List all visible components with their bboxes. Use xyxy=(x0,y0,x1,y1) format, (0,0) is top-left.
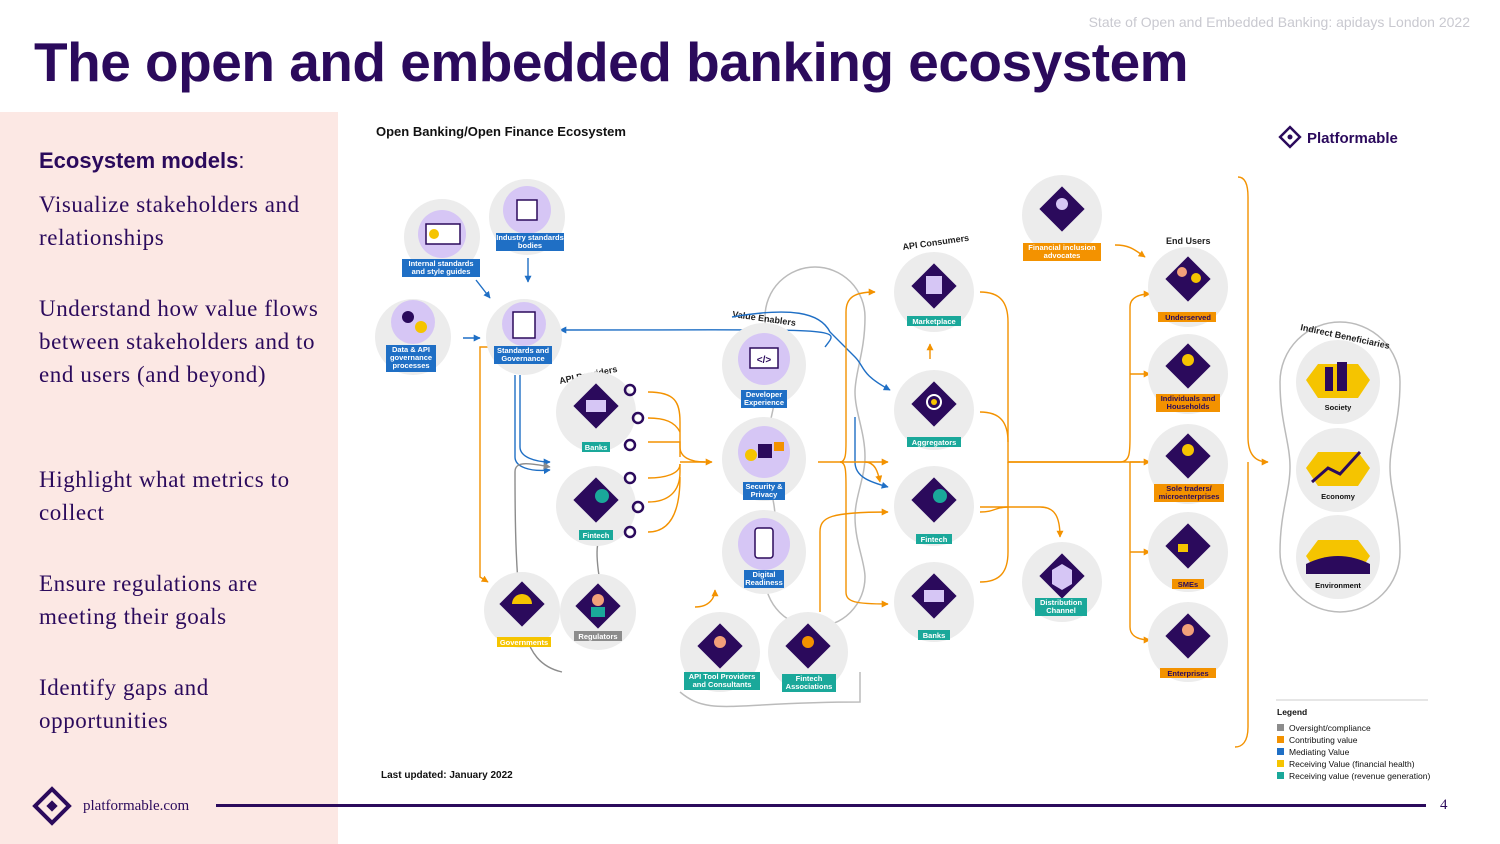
label-fintech-associations: Fintech Associations xyxy=(785,674,833,691)
legend-item-mediating: Mediating Value xyxy=(1289,747,1350,757)
deck-header-note: State of Open and Embedded Banking: apid… xyxy=(1088,14,1470,30)
footer-divider xyxy=(216,804,1426,807)
api-consumers-label: API Consumers xyxy=(902,233,970,252)
connectors xyxy=(463,176,1269,748)
gear-icons xyxy=(623,383,645,539)
label-economy: Economy xyxy=(1321,492,1356,501)
label-industry-bodies: Industry standards bodies xyxy=(496,233,564,250)
label-internal-standards: Internal standards and style guides xyxy=(408,259,474,276)
legend-item-financial-health: Receiving Value (financial health) xyxy=(1289,759,1415,769)
footer-url[interactable]: platformable.com xyxy=(83,798,190,814)
brand-name: Platformable xyxy=(1307,130,1398,147)
node-label-boxes xyxy=(386,233,1224,692)
label-smes: SMEs xyxy=(1178,580,1198,589)
label-financial-inclusion: Financial inclusion advocates xyxy=(1028,243,1096,260)
page-title: The open and embedded banking ecosystem xyxy=(34,31,1189,93)
legend-item-revenue: Receiving value (revenue generation) xyxy=(1289,771,1430,781)
economy-icon xyxy=(1306,452,1370,486)
point-regulations: Ensure regulations are meeting their goa… xyxy=(39,571,258,629)
label-underserved: Underserved xyxy=(1165,313,1211,322)
platformable-footer-logo-icon xyxy=(32,786,72,826)
last-updated: Last updated: January 2022 xyxy=(381,770,513,781)
legend: Legend Oversight/compliance Contributing… xyxy=(1276,699,1430,781)
label-sole-traders: Sole traders/ microenterprises xyxy=(1158,484,1220,501)
indirect-beneficiaries-outline xyxy=(1279,321,1401,613)
point-understand: Understand how value flows between stake… xyxy=(39,296,319,387)
label-marketplace: Marketplace xyxy=(912,317,955,326)
label-individuals: Individuals and Households xyxy=(1160,394,1216,411)
label-enterprises: Enterprises xyxy=(1167,669,1208,678)
label-regulators: Regulators xyxy=(578,632,617,641)
point-visualize: Visualize stakeholders and relationships xyxy=(39,192,300,250)
tool-providers-outline xyxy=(679,672,861,708)
label-data-api-gov: Data & API governance processes xyxy=(389,345,433,370)
point-gaps: Identify gaps and opportunities xyxy=(39,675,209,733)
point-metrics: Highlight what metrics to collect xyxy=(39,467,290,525)
label-society: Society xyxy=(1325,403,1353,412)
diagram-title: Open Banking/Open Finance Ecosystem xyxy=(376,124,626,139)
legend-title: Legend xyxy=(1277,707,1307,717)
ecosystem-models-heading: Ecosystem models: xyxy=(39,148,245,173)
label-digital-readiness: Digital Readiness xyxy=(745,570,783,587)
data-api-gov-icon xyxy=(391,300,435,344)
label-banks-provider: Banks xyxy=(585,443,608,452)
label-governments: Governments xyxy=(500,638,548,647)
label-banks-consumer: Banks xyxy=(923,631,946,640)
ecosystem-diagram: Open Banking/Open Finance Ecosystem Plat… xyxy=(375,124,1430,781)
legend-item-oversight: Oversight/compliance xyxy=(1289,723,1371,733)
label-api-tool-providers: API Tool Providers and Consultants xyxy=(688,672,756,689)
left-panel xyxy=(0,112,338,844)
legend-item-contributing: Contributing value xyxy=(1289,735,1358,745)
label-aggregators: Aggregators xyxy=(912,438,957,447)
end-users-label: End Users xyxy=(1166,236,1211,246)
label-fintech-provider: Fintech xyxy=(583,531,610,540)
label-fintech-consumer: Fintech xyxy=(921,535,948,544)
svg-text:</>: </> xyxy=(757,355,772,366)
label-developer-experience: Developer Experience xyxy=(743,390,785,407)
page-number: 4 xyxy=(1440,797,1448,813)
label-environment: Environment xyxy=(1315,581,1361,590)
label-security-privacy: Security & Privacy xyxy=(745,482,783,499)
label-distribution-channel: Distribution Channel xyxy=(1039,598,1083,615)
platformable-logo-icon xyxy=(1278,125,1302,149)
label-standards-gov: Standards and Governance xyxy=(496,346,550,363)
